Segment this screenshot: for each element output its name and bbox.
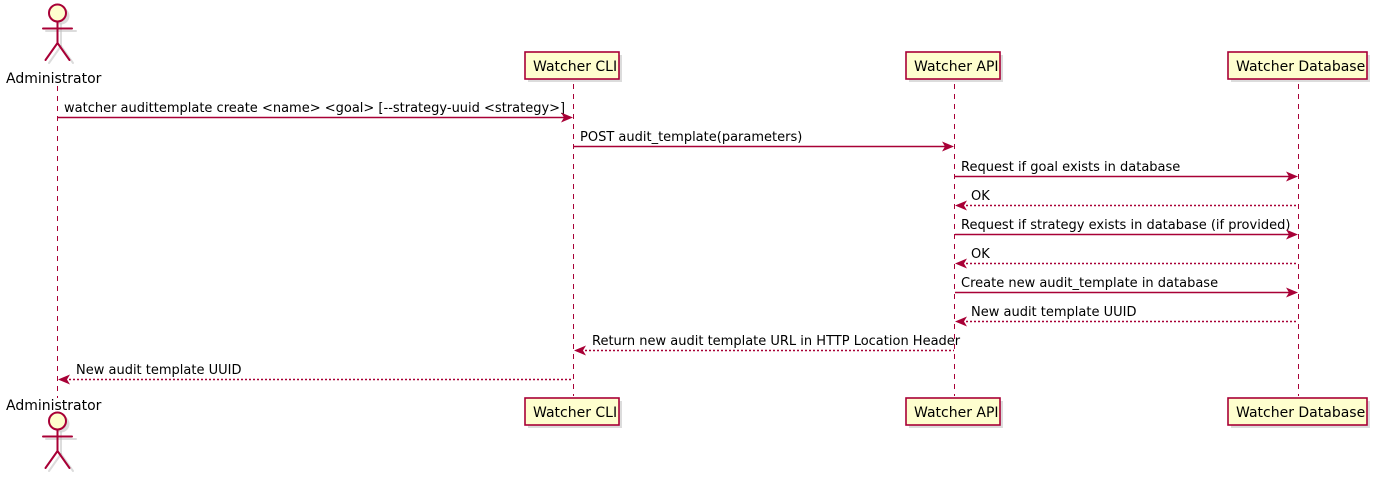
actor-head-icon [48,411,67,431]
message-10[interactable]: New audit template UUID [58,363,573,385]
message-arrowhead-8 [955,316,967,327]
message-6[interactable]: OK [955,247,1298,269]
participant-box-watcher-database-bottom[interactable]: Watcher Database [1227,397,1370,428]
message-2[interactable]: POST audit_template(parameters) [574,130,954,152]
message-label-10: New audit template UUID [76,363,241,378]
participant-rect [905,397,1001,426]
message-label-7: Create new audit_template in database [961,276,1218,291]
message-1[interactable]: watcher audittemplate create <name> <goa… [58,101,573,123]
participant-rect [1227,51,1368,80]
participant-label-watcher-cli-top: Watcher CLI [533,59,617,75]
actor-head-icon [48,3,67,23]
lifelines [57,84,1299,398]
message-arrowhead-6 [955,258,967,269]
message-7[interactable]: Create new audit_template in database [955,276,1298,298]
participant-label-watcher-database-bottom: Watcher Database [1236,405,1365,421]
message-arrowhead-2 [942,141,954,152]
participant-box-watcher-api-bottom[interactable]: Watcher API [905,397,1003,428]
participant-box-watcher-cli-bottom[interactable]: Watcher CLI [524,397,622,428]
participant-label-watcher-api-top: Watcher API [914,59,999,75]
actor-label-administrator-bottom: Administrator [6,398,102,414]
message-label-1: watcher audittemplate create <name> <goa… [64,101,565,116]
message-arrowhead-5 [1286,229,1298,240]
message-3[interactable]: Request if goal exists in database [955,160,1298,182]
actor-leg-left-icon [44,42,59,61]
actor-label-administrator-top: Administrator [6,71,102,87]
message-arrowhead-10 [58,374,70,385]
actor-administrator-bottom[interactable]: Administrator [6,398,102,472]
message-label-9: Return new audit template URL in HTTP Lo… [592,334,961,349]
message-arrowhead-1 [561,112,573,123]
participant-label-watcher-database-top: Watcher Database [1236,59,1365,75]
message-8[interactable]: New audit template UUID [955,305,1298,327]
participant-rect [524,51,620,80]
participant-rect [905,51,1001,80]
message-arrowhead-9 [574,345,586,356]
message-label-6: OK [971,247,990,262]
actor-leg-left-icon [44,450,59,469]
actor-leg-right-icon [56,42,71,61]
message-arrowhead-4 [955,200,967,211]
participant-rect [1227,397,1368,426]
message-label-5: Request if strategy exists in database (… [961,218,1290,233]
participant-label-watcher-cli-bottom: Watcher CLI [533,405,617,421]
message-5[interactable]: Request if strategy exists in database (… [955,218,1298,240]
message-label-2: POST audit_template(parameters) [580,130,802,145]
participant-rect [524,397,620,426]
actor-administrator-top[interactable]: Administrator [6,3,102,88]
message-label-8: New audit template UUID [971,305,1136,320]
message-4[interactable]: OK [955,189,1298,211]
message-arrowhead-3 [1286,171,1298,182]
actor-leg-right-icon [56,450,71,469]
participant-box-watcher-api-top[interactable]: Watcher API [905,51,1003,82]
participant-box-watcher-database-top[interactable]: Watcher Database [1227,51,1370,82]
participant-box-watcher-cli-top[interactable]: Watcher CLI [524,51,622,82]
message-label-4: OK [971,189,990,204]
participant-label-watcher-api-bottom: Watcher API [914,405,999,421]
message-arrowhead-7 [1286,287,1298,298]
message-label-3: Request if goal exists in database [961,160,1180,175]
message-9[interactable]: Return new audit template URL in HTTP Lo… [574,334,961,356]
